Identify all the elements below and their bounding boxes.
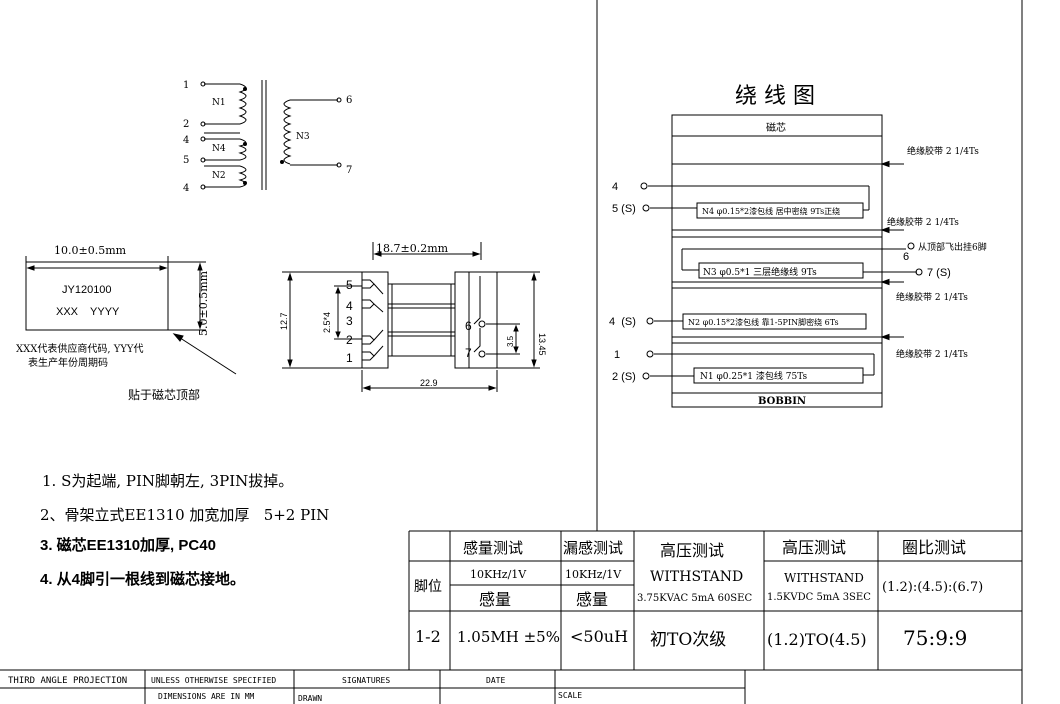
label-code-line: XXX YYYY: [56, 306, 120, 318]
test-table: [0, 530, 1022, 671]
title-block-text: THIRD ANGLE PROJECTION UNLESS OTHERWISE …: [8, 676, 582, 703]
cond-ratio: (1.2):(4.5):(6.7): [882, 580, 983, 595]
cell-inductance: 1.05MH ±5%: [457, 628, 560, 646]
wd-pin-7s: 7 (S): [927, 267, 951, 279]
tb-signatures: SIGNATURES: [342, 676, 390, 685]
sheet-frame: [596, 0, 1023, 704]
tb-date: DATE: [486, 676, 505, 685]
tb-dimensions: DIMENSIONS ARE IN MM: [158, 692, 255, 701]
cond-leakage: 10KHz/1V: [565, 568, 622, 581]
cell-pin: 1-2: [415, 627, 441, 646]
side-pin-1: 1: [346, 351, 353, 365]
schematic-n4: N4: [212, 144, 226, 154]
wd-pin-1: 1: [614, 349, 620, 361]
schematic-pin-6: 6: [346, 95, 352, 106]
schematic-pin-7: 7: [346, 165, 352, 176]
side-pin-2: 2: [346, 333, 353, 347]
side-right-pitch: 3.5: [506, 335, 515, 347]
wd-pin-4: 4: [612, 181, 618, 193]
winding-diagram-text: 绕 线 图 磁芯 BOBBIN 绝缘胶带 2 1/4Ts 绝缘胶带 2 1/4T…: [609, 84, 987, 407]
label-note-2: 表生产年份周期码: [28, 356, 108, 369]
schematic-n3: N3: [296, 132, 310, 142]
sub-leakage: 感量: [576, 590, 608, 609]
label-drawing-text: 10.0±0.5mm 5.0±0.5mm JY120100 XXX YYYY X…: [16, 244, 210, 402]
tb-unless: UNLESS OTHERWISE SPECIFIED: [151, 676, 276, 685]
side-view-drawing: [282, 242, 540, 392]
th-leakage: 漏感测试: [563, 539, 623, 557]
wd-pin-6: 6: [903, 251, 909, 263]
tb-scale: SCALE: [558, 691, 582, 700]
note-2: 2、骨架立式EE1310 加宽加厚 5+2 PIN: [40, 506, 329, 524]
wd-pin-2s: 2 (S): [612, 371, 636, 383]
winding-diagram: [640, 114, 923, 408]
sub-inductance: 感量: [479, 590, 511, 609]
th-hv1: 高压测试: [660, 541, 724, 560]
tape-label-4: 绝缘胶带 2 1/4Ts: [896, 348, 968, 360]
winding-n3: N3 φ0.5*1 三层绝缘线 9Ts: [703, 266, 817, 278]
wd-pin-5s: 5 (S): [612, 203, 636, 215]
cond-hv2: WITHSTAND: [784, 571, 864, 585]
cell-hv2: (1.2)TO(4.5): [767, 630, 867, 649]
side-height-left: 12.7: [279, 312, 289, 330]
winding-n1: N1 φ0.25*1 漆包线 75Ts: [700, 370, 808, 382]
note-4: 4. 从4脚引一根线到磁芯接地。: [40, 570, 245, 588]
winding-title: 绕 线 图: [735, 84, 815, 109]
side-height-right: 13.45: [537, 333, 547, 356]
side-width-dim: 18.7±0.2mm: [376, 242, 449, 255]
sub-hv1: 3.75KVAC 5mA 60SEC: [637, 593, 752, 604]
row-label-pin: 脚位: [414, 579, 442, 595]
schematic-n2: N2: [212, 171, 226, 181]
side-pin-3: 3: [346, 314, 353, 328]
label-width-dim: 10.0±0.5mm: [54, 244, 127, 257]
tb-drawn: DRAWN: [298, 694, 322, 703]
schematic-n1: N1: [212, 98, 226, 108]
th-hv2: 高压测试: [782, 538, 846, 557]
schematic-pin-5: 5: [183, 155, 189, 166]
cond-hv1: WITHSTAND: [650, 569, 743, 585]
schematic-pin-2: 2: [183, 119, 189, 130]
label-height-dim: 5.0±0.5mm: [197, 270, 210, 336]
bobbin-label: BOBBIN: [758, 396, 806, 407]
flying-lead-note: 从顶部飞出挂6脚: [918, 241, 987, 253]
side-pitch-dim: 2.5*4: [322, 312, 332, 333]
wd-pin-4s: 4 (S): [609, 316, 636, 328]
notes: 1. S为起端, PIN脚朝左, 3PIN拔掉。 2、骨架立式EE1310 加宽…: [40, 472, 329, 588]
cond-inductance: 10KHz/1V: [470, 568, 527, 581]
side-pin-6: 6: [465, 319, 472, 333]
schematic-pin-1: 1: [183, 80, 189, 91]
cell-leakage: <50uH: [570, 627, 628, 646]
test-table-text: 感量测试 漏感测试 高压测试 高压测试 圈比测试 脚位 10KHz/1V 10K…: [414, 538, 983, 650]
side-pin-7: 7: [465, 346, 472, 360]
tape-label-2: 绝缘胶带 2 1/4Ts: [887, 216, 959, 228]
sub-hv2: 1.5KVDC 5mA 3SEC: [767, 592, 871, 603]
side-pin-4: 4: [346, 299, 353, 313]
label-note-1: XXX代表供应商代码, YYY代: [16, 342, 144, 355]
side-pin-5: 5: [346, 278, 353, 292]
core-label: 磁芯: [766, 121, 786, 134]
label-drawing: [25, 256, 237, 375]
th-ratio: 圈比测试: [902, 538, 966, 557]
schematic-pin-4: 4: [183, 135, 189, 146]
winding-n4: N4 φ0.15*2漆包线 居中密绕 9Ts正绕: [702, 206, 840, 216]
tape-label-3: 绝缘胶带 2 1/4Ts: [896, 291, 968, 303]
transformer-schematic: [200, 80, 342, 190]
note-3: 3. 磁芯EE1310加厚, PC40: [40, 536, 216, 554]
tb-projection: THIRD ANGLE PROJECTION: [8, 676, 127, 686]
side-bottom-dim: 22.9: [420, 378, 438, 388]
tape-label-1: 绝缘胶带 2 1/4Ts: [907, 145, 979, 157]
cell-hv1: 初TO次级: [650, 630, 726, 650]
cell-ratio: 75:9:9: [903, 626, 967, 650]
label-placement-note: 贴于磁芯顶部: [128, 387, 200, 402]
th-inductance: 感量测试: [463, 539, 523, 557]
label-part-number: JY120100: [62, 284, 112, 296]
schematic-pin-4b: 4: [183, 183, 189, 194]
note-1: 1. S为起端, PIN脚朝左, 3PIN拔掉。: [42, 472, 293, 490]
side-view-text: 18.7±0.2mm 22.9 12.7 2.5*4 13.45 3.5 5 4…: [279, 242, 547, 388]
winding-n2: N2 φ0.15*2漆包线 靠1-5PIN脚密绕 6Ts: [688, 317, 839, 327]
schematic-labels: 1 2 4 5 4 6 7 N1 N4 N2 N3: [183, 80, 352, 194]
title-block: [0, 670, 746, 704]
